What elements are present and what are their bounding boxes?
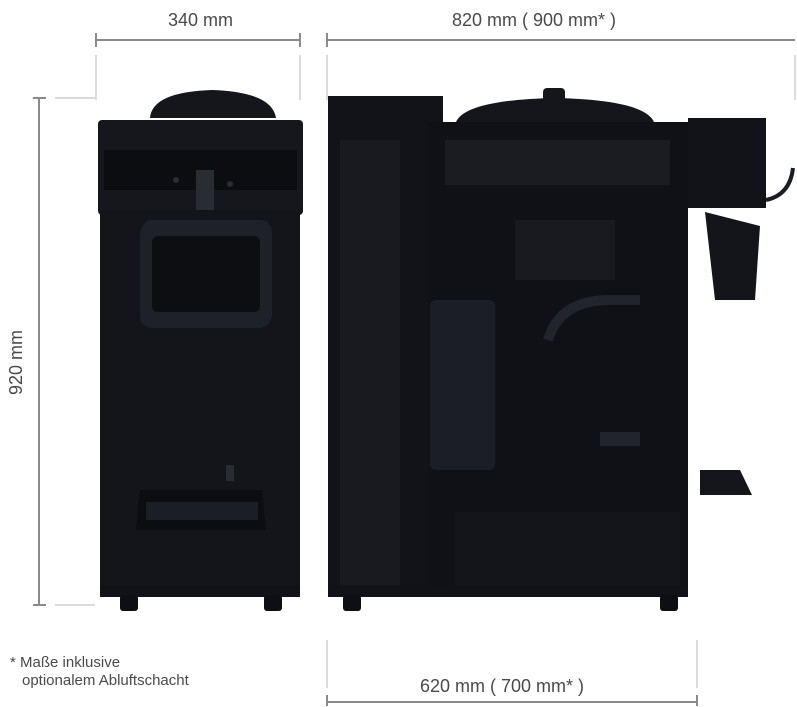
front-base xyxy=(100,585,300,597)
height-label: 920 mm xyxy=(6,329,26,395)
base-depth-label: 620 mm ( 700 mm* ) xyxy=(420,676,585,696)
side-pipe-block xyxy=(515,220,615,280)
side-base xyxy=(328,585,688,597)
side-lower-panel xyxy=(455,512,680,587)
side-view-machine xyxy=(328,88,795,611)
side-width-label: 820 mm ( 900 mm* ) xyxy=(452,10,617,30)
front-drip-spout xyxy=(226,465,234,481)
front-width-label: 340 mm xyxy=(168,10,234,30)
dimension-lines xyxy=(33,33,796,706)
side-top-knob xyxy=(543,88,565,102)
front-top-dome xyxy=(150,90,276,118)
front-foot-left xyxy=(120,595,138,611)
footnote: * Maße inklusive optionalem Abluftschach… xyxy=(10,654,189,690)
front-view-machine xyxy=(98,90,303,611)
side-label-plate xyxy=(600,432,640,446)
side-power-cord xyxy=(765,167,795,202)
side-cylinder xyxy=(430,300,495,470)
front-drip-tray-grid xyxy=(146,502,258,520)
side-exhaust-inner xyxy=(340,140,400,590)
side-top-lid xyxy=(455,98,655,125)
side-foot-right xyxy=(660,595,678,611)
front-button-1 xyxy=(173,177,179,183)
front-foot-right xyxy=(264,595,282,611)
front-dispense-inner xyxy=(152,236,260,312)
side-foot-left xyxy=(343,595,361,611)
side-tap-assembly xyxy=(705,212,760,300)
front-button-2 xyxy=(227,181,233,187)
side-drip-tray xyxy=(700,470,752,495)
side-head-protrusion xyxy=(688,118,766,208)
footnote-line-1: * Maße inklusive xyxy=(10,654,121,671)
front-tap-handle xyxy=(196,170,214,218)
side-hose xyxy=(543,295,640,342)
side-hopper xyxy=(445,140,670,185)
footnote-line-2: optionalem Abluftschacht xyxy=(22,672,189,689)
